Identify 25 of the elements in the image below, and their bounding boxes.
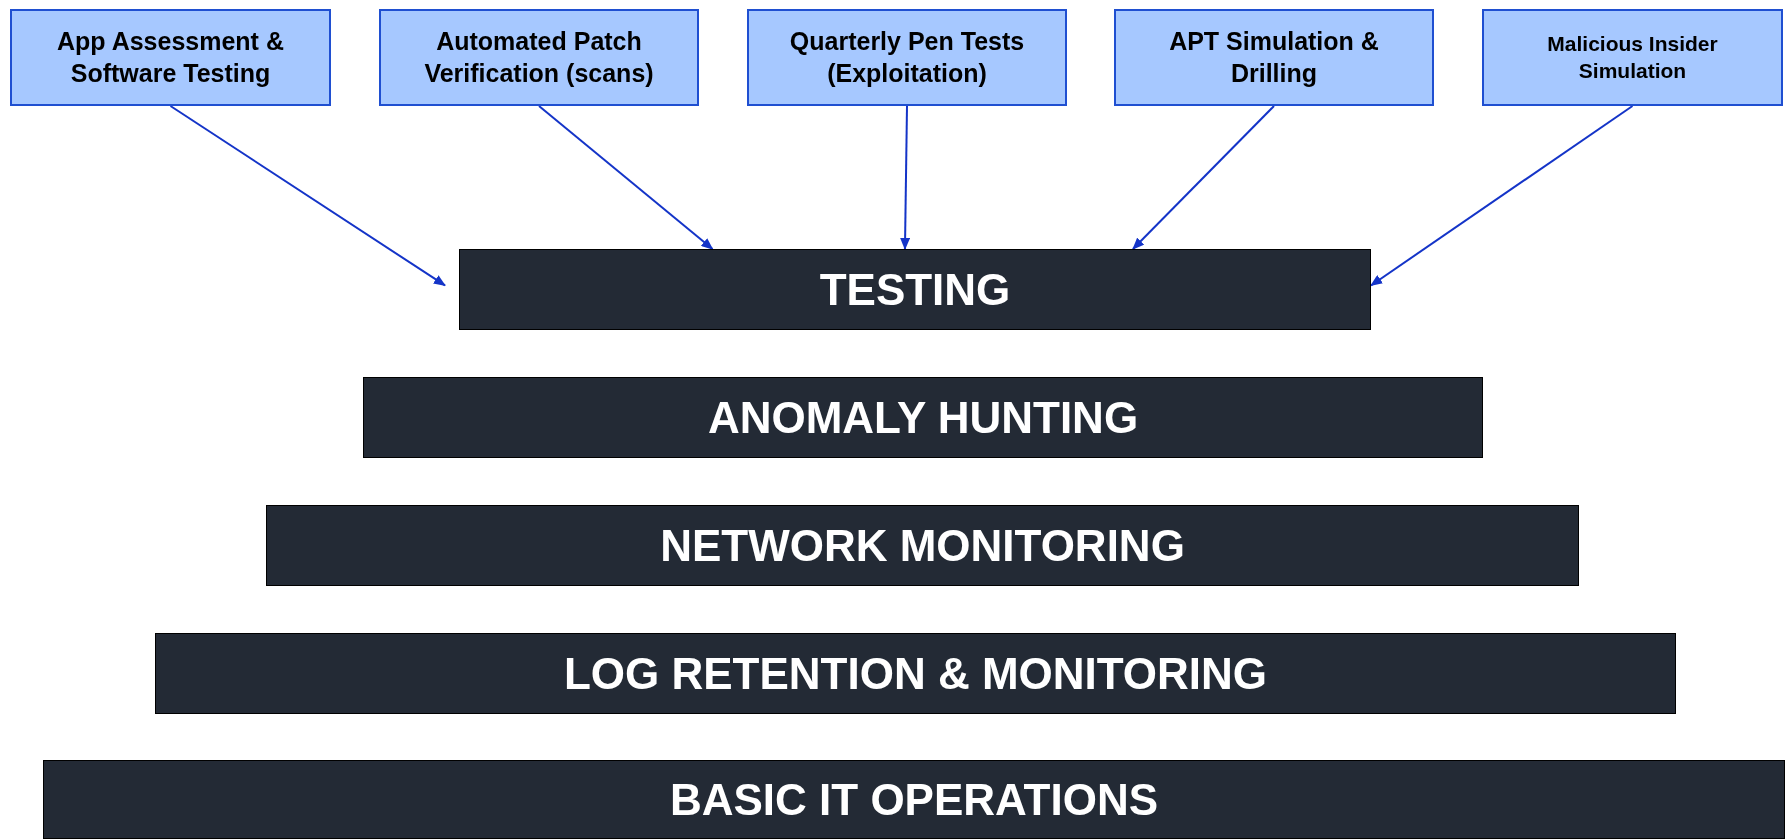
arrow <box>1131 105 1275 250</box>
activity-box <box>379 9 699 106</box>
activity-box <box>747 9 1067 106</box>
arrow <box>900 105 911 250</box>
box-label: App Assessment & Software Testing <box>56 26 285 89</box>
arrow <box>1370 105 1634 287</box>
activity-box <box>1114 9 1434 106</box>
layer-label: BASIC IT OPERATIONS <box>669 777 1159 822</box>
layer-bar <box>363 377 1483 458</box>
box-label: Automated Patch Verification (scans) <box>423 26 655 89</box>
layer-bar <box>266 505 1579 586</box>
layer-label: ANOMALY HUNTING <box>707 395 1139 440</box>
activity-box <box>1482 9 1783 106</box>
arrow <box>538 105 714 250</box>
layer-label: LOG RETENTION & MONITORING <box>563 651 1268 696</box>
box-label: APT Simulation & Drilling <box>1168 26 1380 89</box>
layer-bar <box>155 633 1676 714</box>
arrow <box>169 105 446 287</box>
layer-bar <box>43 760 1785 839</box>
layer-label: NETWORK MONITORING <box>660 523 1185 568</box>
box-label: Malicious Insider Simulation <box>1546 31 1719 84</box>
box-label: Quarterly Pen Tests (Exploitation) <box>788 26 1026 89</box>
layer-label: TESTING <box>819 267 1011 312</box>
activity-box <box>10 9 331 106</box>
layer-bar <box>459 249 1371 330</box>
